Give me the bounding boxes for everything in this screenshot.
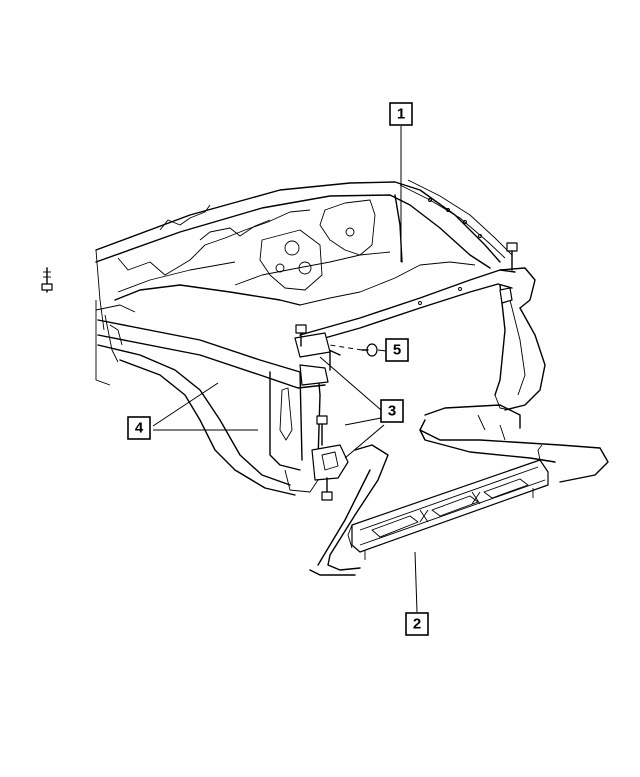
callout-1-label: 1 <box>397 106 405 123</box>
loose-bolt-icon <box>41 267 53 293</box>
cowl-panel <box>95 179 513 331</box>
callout-3-label: 3 <box>388 403 396 420</box>
air-deflector <box>309 404 609 576</box>
callout-3: 3 <box>380 399 404 423</box>
leader-5 <box>377 349 387 352</box>
callout-2: 2 <box>405 612 429 636</box>
leader-4-upper <box>152 382 219 427</box>
upper-crossmember <box>299 269 516 346</box>
right-upper-bolt-icon <box>506 242 518 271</box>
callout-2-label: 2 <box>413 616 421 633</box>
callout-5-label: 5 <box>393 342 401 359</box>
right-side-support <box>494 267 546 411</box>
fasteners <box>41 242 518 501</box>
callout-5: 5 <box>385 338 409 362</box>
callout-1: 1 <box>389 102 413 126</box>
upper-bolt-icon <box>295 324 307 347</box>
callout-4-label: 4 <box>135 420 144 437</box>
left-frame-rail <box>95 300 326 496</box>
leader-3-lower <box>344 417 382 426</box>
side-bolt-icon <box>316 415 328 446</box>
lower-bolt-icon <box>321 477 333 501</box>
leader-lines <box>152 126 418 613</box>
left-radiator-support <box>269 332 349 493</box>
callout-4: 4 <box>127 416 151 440</box>
push-pin-fastener-icon <box>329 343 378 357</box>
leader-3-upper <box>319 356 382 411</box>
leader-2 <box>414 551 418 613</box>
leader-3-bracket <box>344 424 385 459</box>
